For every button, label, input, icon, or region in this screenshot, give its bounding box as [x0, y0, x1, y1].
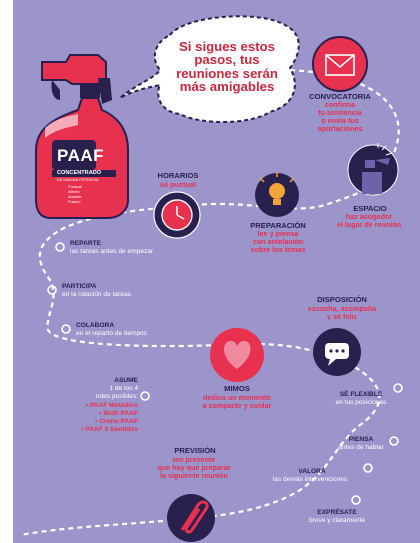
asume-line: 1 de los 4	[109, 385, 138, 392]
clock-icon	[153, 191, 201, 239]
speech-bubble	[119, 15, 300, 123]
asume-role: • Crono PAAF	[95, 418, 138, 425]
convocatoria-desc: tu asistencia	[318, 108, 362, 117]
espacio-desc: el lugar de reunión	[336, 220, 402, 229]
paperclip-icon	[167, 494, 215, 542]
heart-icon	[210, 328, 264, 382]
bottle-sub: DE MAXIMA POTENCIA	[57, 178, 99, 182]
spray-icon	[347, 143, 399, 196]
bottle-brand: PAAF	[57, 146, 105, 165]
participa-desc: en la rotación de tareas	[62, 291, 131, 298]
marker-valora	[363, 463, 373, 473]
marker-reparte	[55, 242, 65, 252]
asume-role: • PAAF 5 Sentidos	[81, 426, 138, 433]
mimos-title: MIMOS	[224, 384, 250, 393]
horarios-desc: sé puntual	[160, 180, 196, 189]
prevision-desc: ten presente	[172, 455, 216, 464]
bubble-text: Si sigues estos pasos, tus reuniones ser…	[176, 39, 278, 95]
disposicion-title: DISPOSICIÓN	[317, 295, 367, 304]
chat-bubble-icon	[313, 328, 361, 376]
spray-bottle-illustration	[35, 54, 129, 219]
marker-expresate	[351, 495, 361, 505]
piensa-title: PIENSA	[348, 436, 374, 443]
prevision-desc: la siguiente reunión	[160, 471, 228, 480]
espacio-title: ESPACIO	[353, 204, 387, 213]
convocatoria-title: CONVOCATORIA	[309, 92, 371, 101]
preparacion-desc: con antelación	[252, 237, 304, 246]
marker-flexible	[393, 383, 403, 393]
expresate-desc: breve y claramente	[308, 517, 366, 524]
preparacion-desc: lee y piensa	[257, 229, 299, 238]
lightbulb-icon	[255, 172, 299, 217]
prevision-desc: que hay que preparar	[157, 463, 231, 472]
colabora-desc: en el reparto de tiempos	[76, 330, 148, 337]
asume-role: • Multi PAAF	[99, 410, 138, 417]
valora-desc: las demás intervenciones	[272, 476, 348, 483]
asume-title: ASUME	[114, 377, 138, 384]
marker-participa	[47, 285, 57, 295]
horarios-title: HORARIOS	[157, 171, 199, 180]
marker-asume	[140, 391, 150, 401]
preparacion-title: PREPARACIÓN	[250, 221, 306, 230]
colabora-title: COLABORA	[76, 322, 115, 329]
convocatoria-desc: aportaciones	[317, 124, 363, 133]
asume-line: roles posibles:	[95, 393, 138, 400]
flexible-desc: en tus posiciones	[335, 399, 387, 406]
bottle-item: Franco	[68, 199, 81, 204]
mimos-desc: dedica un momento	[203, 393, 271, 402]
asume-role: • PAAF Metódico	[85, 402, 138, 409]
reparte-title: REPARTE	[70, 240, 102, 247]
convocatoria-desc: confirma	[324, 100, 356, 109]
participa-title: PARTICIPA	[62, 283, 97, 290]
bottle-item: Atento	[68, 189, 80, 194]
expresate-title: EXPRÉSATE	[317, 509, 357, 516]
marker-piensa	[389, 436, 399, 446]
convocatoria-desc: o envía tus	[321, 116, 359, 125]
mimos-desc: a compartir y cuidar	[202, 401, 272, 410]
bottle-label: CONCENTRADO	[57, 170, 102, 176]
envelope-icon	[312, 36, 368, 92]
preparacion-desc: sobre los temas	[250, 245, 306, 254]
piensa-desc: antes de hablar	[338, 444, 384, 451]
flexible-title: SÉ FLEXIBLE	[339, 391, 383, 398]
bottle-item: Amable	[68, 194, 82, 199]
valora-title: VALORA	[298, 468, 326, 475]
bottle-item: Puntual	[68, 184, 82, 189]
marker-colabora	[61, 324, 71, 334]
espacio-desc: haz acogedor	[345, 212, 393, 221]
disposicion-desc: escucha, acompaña	[307, 304, 377, 313]
reparte-desc: las tareas antes de empezar	[70, 248, 154, 255]
prevision-title: PREVISIÓN	[174, 446, 216, 455]
disposicion-desc: y sé feliz	[327, 312, 357, 321]
